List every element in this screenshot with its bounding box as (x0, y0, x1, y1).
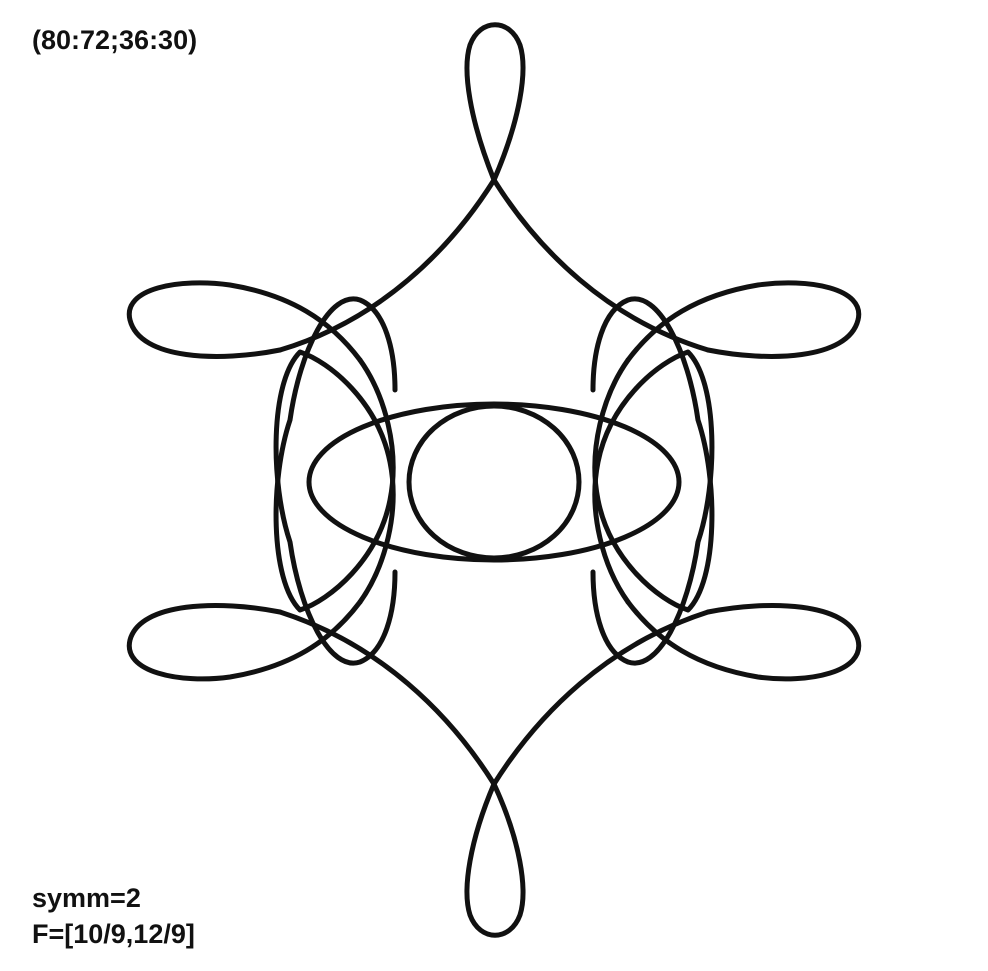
parameters-label: (80:72;36:30) (32, 25, 198, 55)
rosette-curve-group (126, 22, 862, 938)
upper-left-arc (277, 177, 497, 353)
right-lower-loop (625, 599, 862, 682)
bottom-loop (464, 781, 526, 938)
lower-right-arc (491, 609, 711, 787)
center-inner-ellipse (406, 403, 582, 561)
center-outer-ellipse (306, 401, 682, 563)
left-upper-loop (126, 280, 363, 363)
right-upper-loop (625, 280, 862, 363)
lower-left-arc (277, 609, 497, 787)
frequencies-label: F=[10/9,12/9] (32, 919, 195, 949)
right-inner-lower-loop (590, 349, 715, 666)
upper-right-arc (491, 177, 711, 353)
left-inner-lower-loop (273, 349, 398, 666)
top-loop (464, 22, 526, 183)
symmetry-label: symm=2 (32, 883, 141, 913)
left-lower-loop (126, 599, 363, 682)
